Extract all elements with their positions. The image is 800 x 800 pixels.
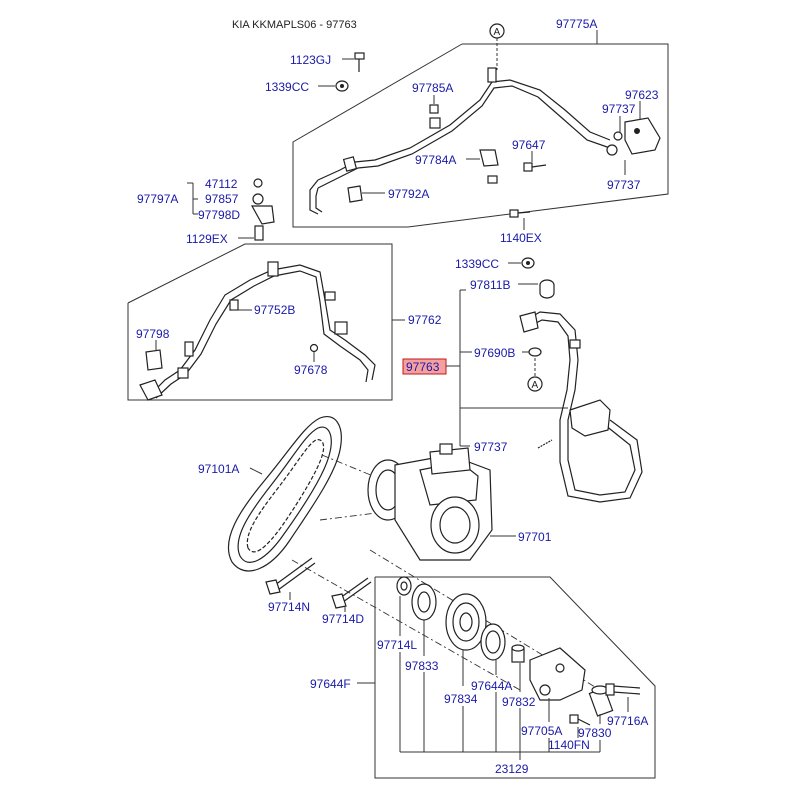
label-97737-c[interactable]: 97737 — [474, 440, 508, 454]
label-97644F[interactable]: 97644F — [310, 677, 351, 691]
nut-1339CC-mid — [521, 257, 535, 269]
label-97834[interactable]: 97834 — [444, 692, 478, 706]
bolt-97714N — [265, 557, 316, 595]
dust-cover-97644A — [480, 623, 506, 661]
pulley-97834 — [445, 593, 487, 651]
oring-97690B — [528, 347, 542, 357]
label-47112[interactable]: 47112 — [205, 177, 238, 191]
bolt-1123GJ — [354, 52, 365, 72]
label-23129[interactable]: 23129 — [495, 762, 529, 776]
label-97792A[interactable]: 97792A — [388, 187, 429, 201]
label-97644A[interactable]: 97644A — [471, 679, 512, 693]
label-1140EX[interactable]: 1140EX — [500, 231, 542, 245]
label-97798[interactable]: 97798 — [136, 327, 170, 341]
clip-97785A — [429, 104, 439, 114]
label-97832[interactable]: 97832 — [502, 695, 536, 709]
label-97833[interactable]: 97833 — [405, 659, 439, 673]
diagram-title: KIA KKMAPLS06 - 97763 — [232, 19, 357, 31]
label-97705A[interactable]: 97705A — [521, 724, 562, 738]
discharge-hose-pipe — [139, 261, 376, 401]
bolt-1140FN — [569, 714, 591, 726]
label-97830[interactable]: 97830 — [578, 726, 612, 740]
washer-97833 — [411, 583, 437, 621]
label-97752B[interactable]: 97752B — [254, 303, 295, 317]
oring-97737-c — [537, 439, 553, 449]
discharge-hose-group-box — [127, 243, 393, 401]
suction-hose-pipe — [309, 67, 611, 215]
label-97678[interactable]: 97678 — [294, 363, 328, 377]
label-97716A[interactable]: 97716A — [607, 714, 648, 728]
label-1339CC-mid[interactable]: 1339CC — [455, 257, 499, 271]
label-97797A[interactable]: 97797A — [137, 192, 178, 206]
spacer-97832 — [511, 644, 525, 663]
label-97714D[interactable]: 97714D — [322, 612, 364, 626]
label-97785A[interactable]: 97785A — [412, 81, 453, 95]
bracket-97797A-group — [187, 178, 275, 241]
label-97811B[interactable]: 97811B — [470, 278, 510, 292]
bracket-97784A — [479, 149, 499, 184]
label-97701[interactable]: 97701 — [518, 530, 552, 544]
label-1339CC-top[interactable]: 1339CC — [265, 80, 309, 94]
oring-97678 — [309, 343, 319, 362]
valve-block-97623 — [606, 117, 661, 156]
bolt-97647 — [523, 162, 547, 172]
svg-text:97763: 97763 — [406, 360, 440, 374]
ref-circle-a-mid: A — [527, 358, 543, 392]
ref-circle-a-top: A — [489, 23, 505, 70]
label-1140FN[interactable]: 1140FN — [548, 738, 590, 752]
label-97101A[interactable]: 97101A — [198, 462, 239, 476]
label-97623[interactable]: 97623 — [625, 88, 659, 102]
svg-text:A: A — [494, 27, 501, 38]
svg-text:A: A — [532, 380, 539, 391]
drive-belt-97101A — [227, 416, 342, 572]
bolt-97714D — [331, 577, 372, 609]
highlight-97763[interactable]: 97763 — [402, 358, 447, 375]
label-97737-b[interactable]: 97737 — [607, 178, 641, 192]
high-pressure-hose-97763 — [519, 311, 643, 503]
label-97775A[interactable]: 97775A — [556, 17, 597, 31]
label-97714L[interactable]: 97714L — [377, 638, 417, 652]
cap-97811B — [539, 279, 555, 299]
bracket-97798 — [145, 340, 163, 371]
bolt-97716A — [605, 683, 641, 696]
tensioner-arm-97705A — [529, 647, 586, 701]
compressor-97701 — [367, 443, 493, 561]
suction-pipe-group-box — [292, 43, 669, 228]
label-1129EX[interactable]: 1129EX — [186, 232, 228, 246]
tensioner-group-box — [374, 576, 656, 779]
label-97784A[interactable]: 97784A — [415, 153, 456, 167]
label-97737-a[interactable]: 97737 — [602, 102, 636, 116]
label-97647[interactable]: 97647 — [512, 138, 546, 152]
bolt-1140EX — [509, 209, 531, 218]
bracket-97792A — [347, 185, 363, 203]
bushing-97714L — [396, 576, 412, 596]
nut-1339CC-top — [335, 80, 349, 92]
label-97857[interactable]: 97857 — [205, 192, 239, 206]
label-97762[interactable]: 97762 — [408, 313, 442, 327]
label-1123GJ[interactable]: 1123GJ — [290, 53, 331, 67]
label-97690B[interactable]: 97690B — [474, 346, 515, 360]
label-97798D[interactable]: 97798D — [198, 208, 240, 222]
label-97714N[interactable]: 97714N — [268, 600, 310, 614]
